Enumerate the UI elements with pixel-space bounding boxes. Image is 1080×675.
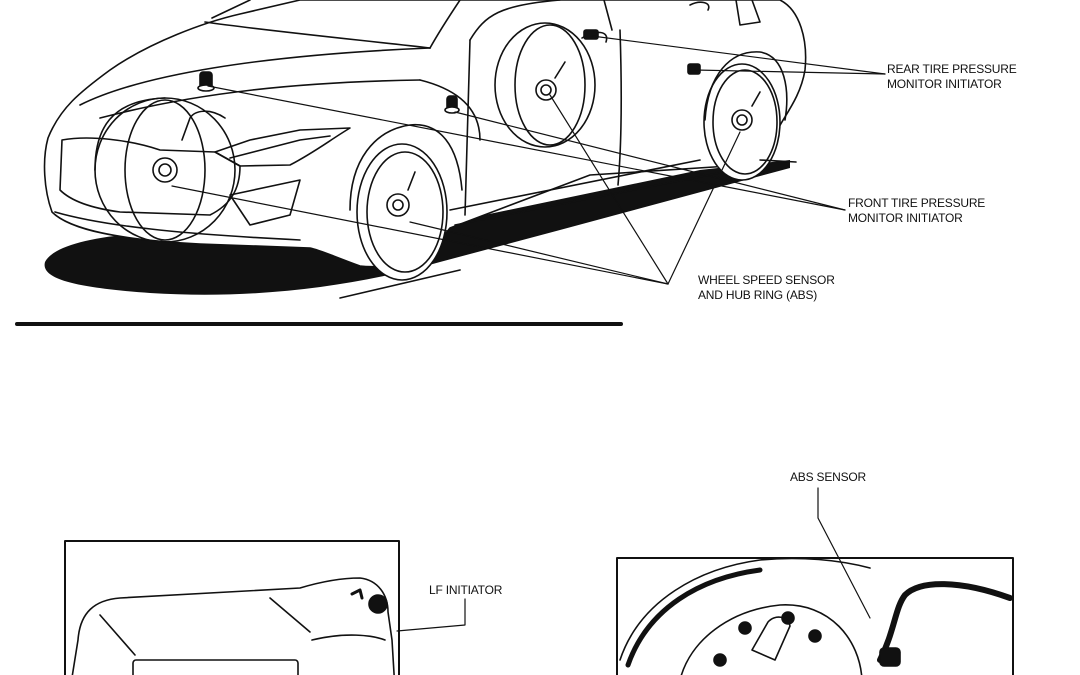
label-front-tpm-line-2: MONITOR INITIATOR: [848, 211, 963, 225]
lf-initiator-tab: [350, 588, 364, 600]
label-lf-initiator: LF INITIATOR: [429, 583, 502, 598]
rear-right-wheel: [703, 63, 781, 181]
label-abs-sensor-text: ABS SENSOR: [790, 470, 867, 484]
front-left-hub-ring: [152, 157, 178, 183]
rear-right-wheel-arch: [704, 51, 788, 121]
front-right-wheel: [356, 143, 448, 281]
windshield: [211, 0, 251, 19]
rear-window: [735, 0, 761, 26]
front-right-abs-sensor: [407, 171, 416, 191]
lug-stud-4: [808, 629, 822, 643]
windshield-base: [204, 21, 431, 49]
front-left-abs-sensor: [181, 110, 226, 141]
front-right-hub-ring: [386, 193, 410, 217]
lf-initiator-rib-2: [269, 597, 311, 633]
brake-rotor-outer: [619, 557, 871, 661]
front-left-tpm-initiator-icon: [197, 71, 215, 92]
lug-stud-2: [738, 621, 752, 635]
rear-left-wheel-ghost-outer: [494, 22, 596, 148]
label-abs-sensor: ABS SENSOR: [790, 470, 866, 485]
ground-line: [339, 269, 461, 299]
front-right-tpm-initiator-icon: [444, 95, 460, 114]
abs-sensor-body: [879, 647, 901, 667]
label-front-tpm-initiator: FRONT TIRE PRESSURE MONITOR INITIATOR: [848, 196, 985, 226]
car-ground-shadow: [44, 160, 790, 295]
lower-intake: [229, 179, 301, 226]
door-seam-rear: [617, 29, 623, 186]
a-pillar: [429, 0, 461, 49]
door-handle-rear: [689, 1, 710, 11]
bumper-line: [54, 211, 301, 241]
front-door-window: [469, 0, 561, 41]
front-left-wheel-ghost: [124, 99, 206, 241]
abs-sensor-cable: [877, 581, 1013, 663]
lf-initiator-panel: [132, 659, 299, 675]
headlight-inner: [229, 135, 331, 159]
caliper-bracket: [751, 616, 791, 661]
lug-stud-1: [713, 653, 727, 667]
hub-flange: [680, 604, 863, 675]
label-wheel-speed-sensor: WHEEL SPEED SENSOR AND HUB RING (ABS): [698, 273, 835, 303]
rear-left-tpm-initiator-icon: [583, 29, 599, 40]
ground-line-rear: [759, 159, 797, 163]
label-wheel-speed-line-1: WHEEL SPEED SENSOR: [698, 273, 835, 287]
rear-right-tpm-initiator-icon: [687, 63, 701, 75]
label-wheel-speed-line-2: AND HUB RING (ABS): [698, 288, 818, 302]
abs-sensor-leader: [817, 487, 871, 619]
lf-initiator-leader: [396, 598, 466, 632]
side-sill: [449, 159, 701, 211]
front-grille: [59, 137, 241, 216]
lf-initiator-detail-frame: [64, 540, 400, 675]
lf-initiator-connector: [368, 594, 388, 614]
rear-left-abs-sensor: [554, 61, 566, 79]
brake-rotor-edge: [625, 567, 763, 668]
hood-crease: [79, 47, 431, 106]
label-rear-tpm-initiator: REAR TIRE PRESSURE MONITOR INITIATOR: [887, 62, 1017, 92]
b-pillar: [603, 0, 613, 31]
lf-initiator-panel-edge: [311, 634, 386, 641]
headlight: [214, 127, 351, 167]
rear-right-wheel-rim: [712, 69, 778, 175]
fender-line: [419, 79, 481, 141]
front-left-wheel-tread: [94, 97, 166, 171]
label-front-tpm-line-1: FRONT TIRE PRESSURE: [848, 196, 986, 210]
rear-left-wheel-ghost: [514, 24, 586, 146]
side-sill-lower: [454, 164, 761, 226]
leader-lines: [171, 35, 886, 285]
abs-sensor-detail-frame: [616, 557, 1014, 675]
rear-right-abs-sensor: [751, 91, 761, 107]
front-right-wheel-rim: [366, 151, 444, 273]
label-lf-initiator-text: LF INITIATOR: [429, 583, 503, 597]
rear-left-hub-ring: [535, 79, 557, 101]
door-seam-front: [464, 39, 471, 216]
rear-right-hub-ring: [731, 109, 753, 131]
hood-crease-2: [99, 79, 421, 119]
label-rear-tpm-line-2: MONITOR INITIATOR: [887, 77, 1002, 91]
label-rear-tpm-line-1: REAR TIRE PRESSURE: [887, 62, 1017, 76]
lf-initiator-rib-1: [99, 614, 136, 656]
